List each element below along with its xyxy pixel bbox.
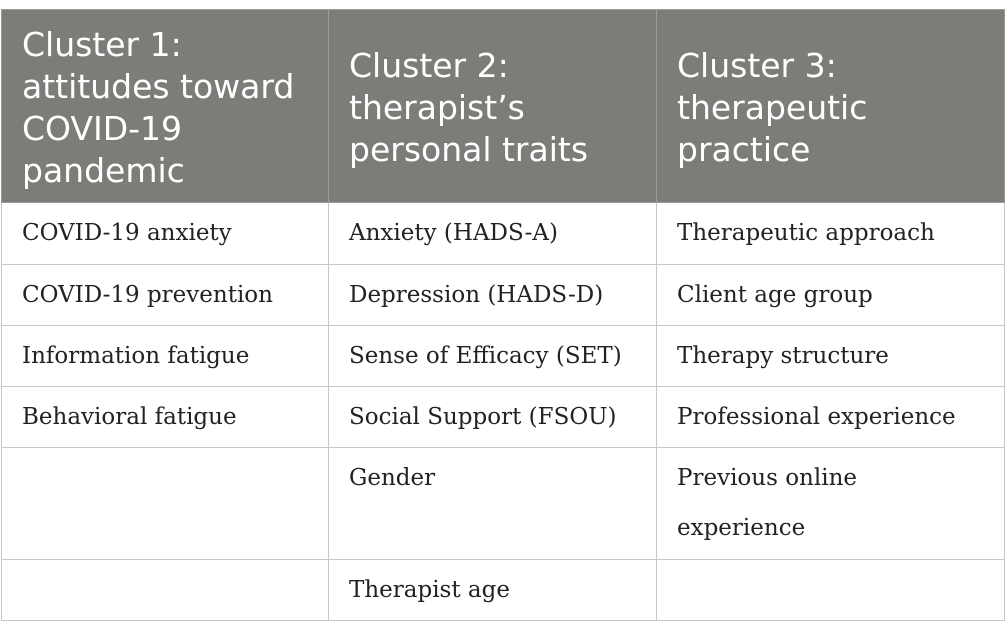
table-header: Cluster 1: attitudes toward COVID-19 pan… [1, 9, 1005, 203]
table-row: COVID-19 anxiety Anxiety (HADS-A) Therap… [1, 202, 1005, 265]
table-cell: COVID-19 anxiety [1, 202, 329, 265]
table-cell: Sense of Efficacy (SET) [328, 325, 657, 387]
table-row: Information fatigue Sense of Efficacy (S… [1, 325, 1005, 387]
header-cluster-1: Cluster 1: attitudes toward COVID-19 pan… [1, 9, 329, 203]
table-cell: Social Support (FSOU) [328, 386, 657, 448]
clusters-table: Cluster 1: attitudes toward COVID-19 pan… [1, 9, 1005, 621]
header-cluster-2: Cluster 2: therapist’s personal traits [328, 9, 657, 203]
header-row: Cluster 1: attitudes toward COVID-19 pan… [1, 9, 1005, 203]
table-row: Gender Previous online experience [1, 447, 1005, 560]
table-cell: Therapist age [328, 559, 657, 621]
table-cell [1, 559, 329, 621]
table-cell: Anxiety (HADS-A) [328, 202, 657, 265]
table-cell [656, 559, 1005, 621]
header-cluster-3: Cluster 3: therapeutic practice [656, 9, 1005, 203]
table-row: COVID-19 prevention Depression (HADS-D) … [1, 264, 1005, 326]
table-cell: Depression (HADS-D) [328, 264, 657, 326]
table-cell: COVID-19 prevention [1, 264, 329, 326]
table-cell: Behavioral fatigue [1, 386, 329, 448]
table-cell: Therapeutic approach [656, 202, 1005, 265]
table-cell: Information fatigue [1, 325, 329, 387]
table-cell: Therapy structure [656, 325, 1005, 387]
table-cell: Client age group [656, 264, 1005, 326]
table-row: Therapist age [1, 559, 1005, 621]
table-cell: Professional experience [656, 386, 1005, 448]
table-cell: Gender [328, 447, 657, 560]
table-row: Behavioral fatigue Social Support (FSOU)… [1, 386, 1005, 448]
table-body: COVID-19 anxiety Anxiety (HADS-A) Therap… [1, 202, 1005, 621]
table-cell: Previous online experience [656, 447, 1005, 560]
table-cell [1, 447, 329, 560]
